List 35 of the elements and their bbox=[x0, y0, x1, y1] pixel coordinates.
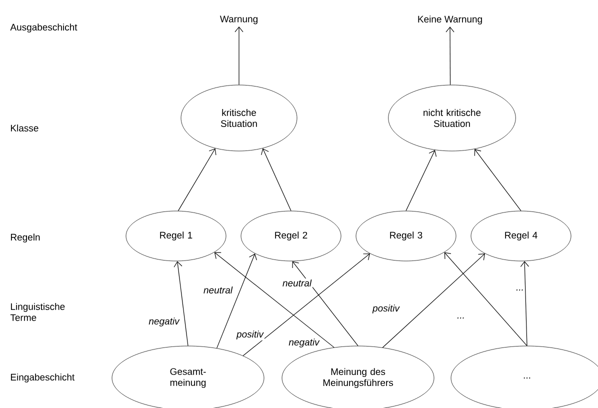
ellipse-node: nicht kritische Situation bbox=[388, 84, 516, 152]
arrow bbox=[446, 26, 454, 86]
edge-label: ... bbox=[515, 288, 525, 292]
layer-label: Eingabeschicht bbox=[10, 374, 75, 382]
arrow bbox=[474, 149, 522, 212]
arrow bbox=[261, 148, 292, 212]
edge-label: ... bbox=[456, 316, 466, 320]
arrow bbox=[382, 254, 485, 348]
arrow bbox=[520, 261, 529, 346]
output-label: Keine Warnung bbox=[418, 16, 482, 24]
layer-label: Ausgabeschicht bbox=[10, 24, 78, 32]
arrow bbox=[242, 254, 370, 356]
ellipse-node: Regel 4 bbox=[470, 210, 572, 262]
ellipse-node: Regel 3 bbox=[356, 210, 456, 262]
layer-label: Klasse bbox=[10, 124, 38, 132]
arrow bbox=[214, 252, 334, 348]
ellipse-node: Regel 2 bbox=[240, 210, 342, 262]
arrow bbox=[406, 150, 437, 212]
edge-label: positiv bbox=[236, 330, 264, 340]
arrow bbox=[234, 26, 244, 86]
arrow bbox=[178, 148, 216, 212]
arrow bbox=[292, 261, 358, 346]
arrow bbox=[444, 252, 528, 346]
ellipse-node: Regel 1 bbox=[126, 210, 226, 262]
arrow bbox=[174, 261, 188, 346]
edge-label: negativ bbox=[288, 338, 320, 348]
layer-label: Regeln bbox=[10, 234, 40, 242]
ellipse-node: kritische Situation bbox=[180, 84, 298, 152]
edge-label: neutral bbox=[202, 286, 234, 294]
output-label: Warnung bbox=[220, 16, 258, 24]
layer-label: Linguistische Terme bbox=[10, 303, 65, 321]
edge-label: neutral bbox=[281, 278, 313, 288]
edge-label: negativ bbox=[148, 316, 180, 328]
arrow bbox=[216, 254, 257, 348]
edge-label: positiv bbox=[372, 304, 400, 314]
